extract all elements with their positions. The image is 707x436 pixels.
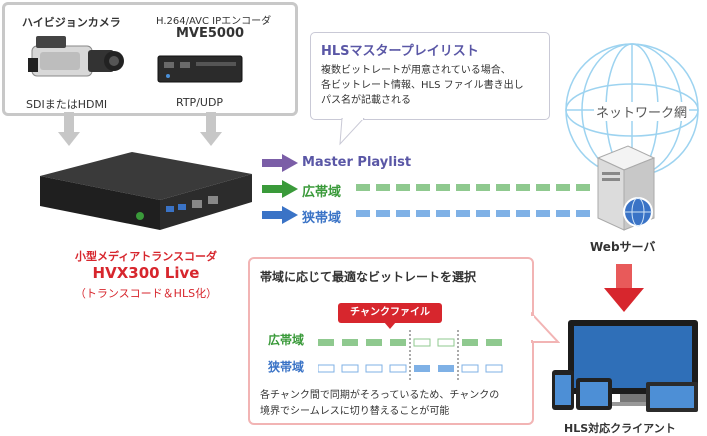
bitrate-selection-body: 各チャンク間で同期がそろっているため、チャンクの 境界でシームレスに切り替えるこ… bbox=[260, 390, 500, 417]
client-label: HLS対応クライアント bbox=[564, 422, 676, 435]
encoder-model: MVE5000 bbox=[176, 26, 245, 41]
transcoder-subtitle: 小型メディアトランスコーダ bbox=[74, 250, 217, 263]
callout-pointer bbox=[339, 118, 365, 146]
transcoder-model: HVX300 Live bbox=[92, 264, 200, 282]
wide-band-stream-line bbox=[356, 184, 590, 191]
note-narrow-band-label: 狭帯域 bbox=[268, 360, 305, 374]
wide-band-arrow-icon bbox=[262, 180, 298, 198]
down-arrow-icon bbox=[58, 112, 80, 146]
web-server-icon bbox=[596, 145, 656, 231]
transcoder-device-icon bbox=[40, 152, 252, 230]
note-wide-band-label: 広帯域 bbox=[268, 333, 305, 347]
wide-band-label: 広帯域 bbox=[302, 185, 342, 200]
note-pointer bbox=[530, 312, 560, 343]
chunk-diagram bbox=[318, 330, 503, 380]
down-arrow-icon bbox=[200, 112, 222, 146]
down-arrow-icon bbox=[604, 264, 644, 312]
callout-body: 複数ビットレートが用意されている場合、 各ビットレート情報、HLS ファイル書き… bbox=[321, 65, 524, 106]
narrow-band-stream-line bbox=[356, 210, 590, 217]
bitrate-selection-title: 帯域に応じて最適なビットレートを選択 bbox=[260, 270, 477, 284]
master-playlist-label: Master Playlist bbox=[302, 155, 412, 170]
network-label: ネットワーク網 bbox=[594, 102, 690, 121]
encoder-output-label: RTP/UDP bbox=[176, 96, 224, 109]
playlist-callout: HLSマスタープレイリスト 複数ビットレートが用意されている場合、 各ビットレー… bbox=[310, 32, 550, 120]
narrow-band-arrow-icon bbox=[262, 206, 298, 224]
chunk-file-tag: チャンクファイル bbox=[338, 303, 442, 323]
encoder-device-icon bbox=[157, 55, 243, 83]
narrow-band-label: 狭帯域 bbox=[302, 211, 342, 226]
web-server-label: Webサーバ bbox=[590, 240, 656, 254]
master-playlist-arrow-icon bbox=[262, 154, 298, 172]
callout-title: HLSマスタープレイリスト bbox=[321, 44, 479, 59]
client-devices-icon bbox=[552, 320, 698, 412]
chunk-tag-pointer bbox=[384, 322, 396, 329]
transcoder-function: （トランスコード＆HLS化） bbox=[74, 287, 218, 300]
encoder-spec: H.264/AVC IPエンコーダ bbox=[156, 16, 272, 27]
camera-icon bbox=[28, 36, 124, 77]
camera-output-label: SDIまたはHDMI bbox=[26, 98, 108, 111]
camera-title: ハイビジョンカメラ bbox=[22, 16, 121, 29]
